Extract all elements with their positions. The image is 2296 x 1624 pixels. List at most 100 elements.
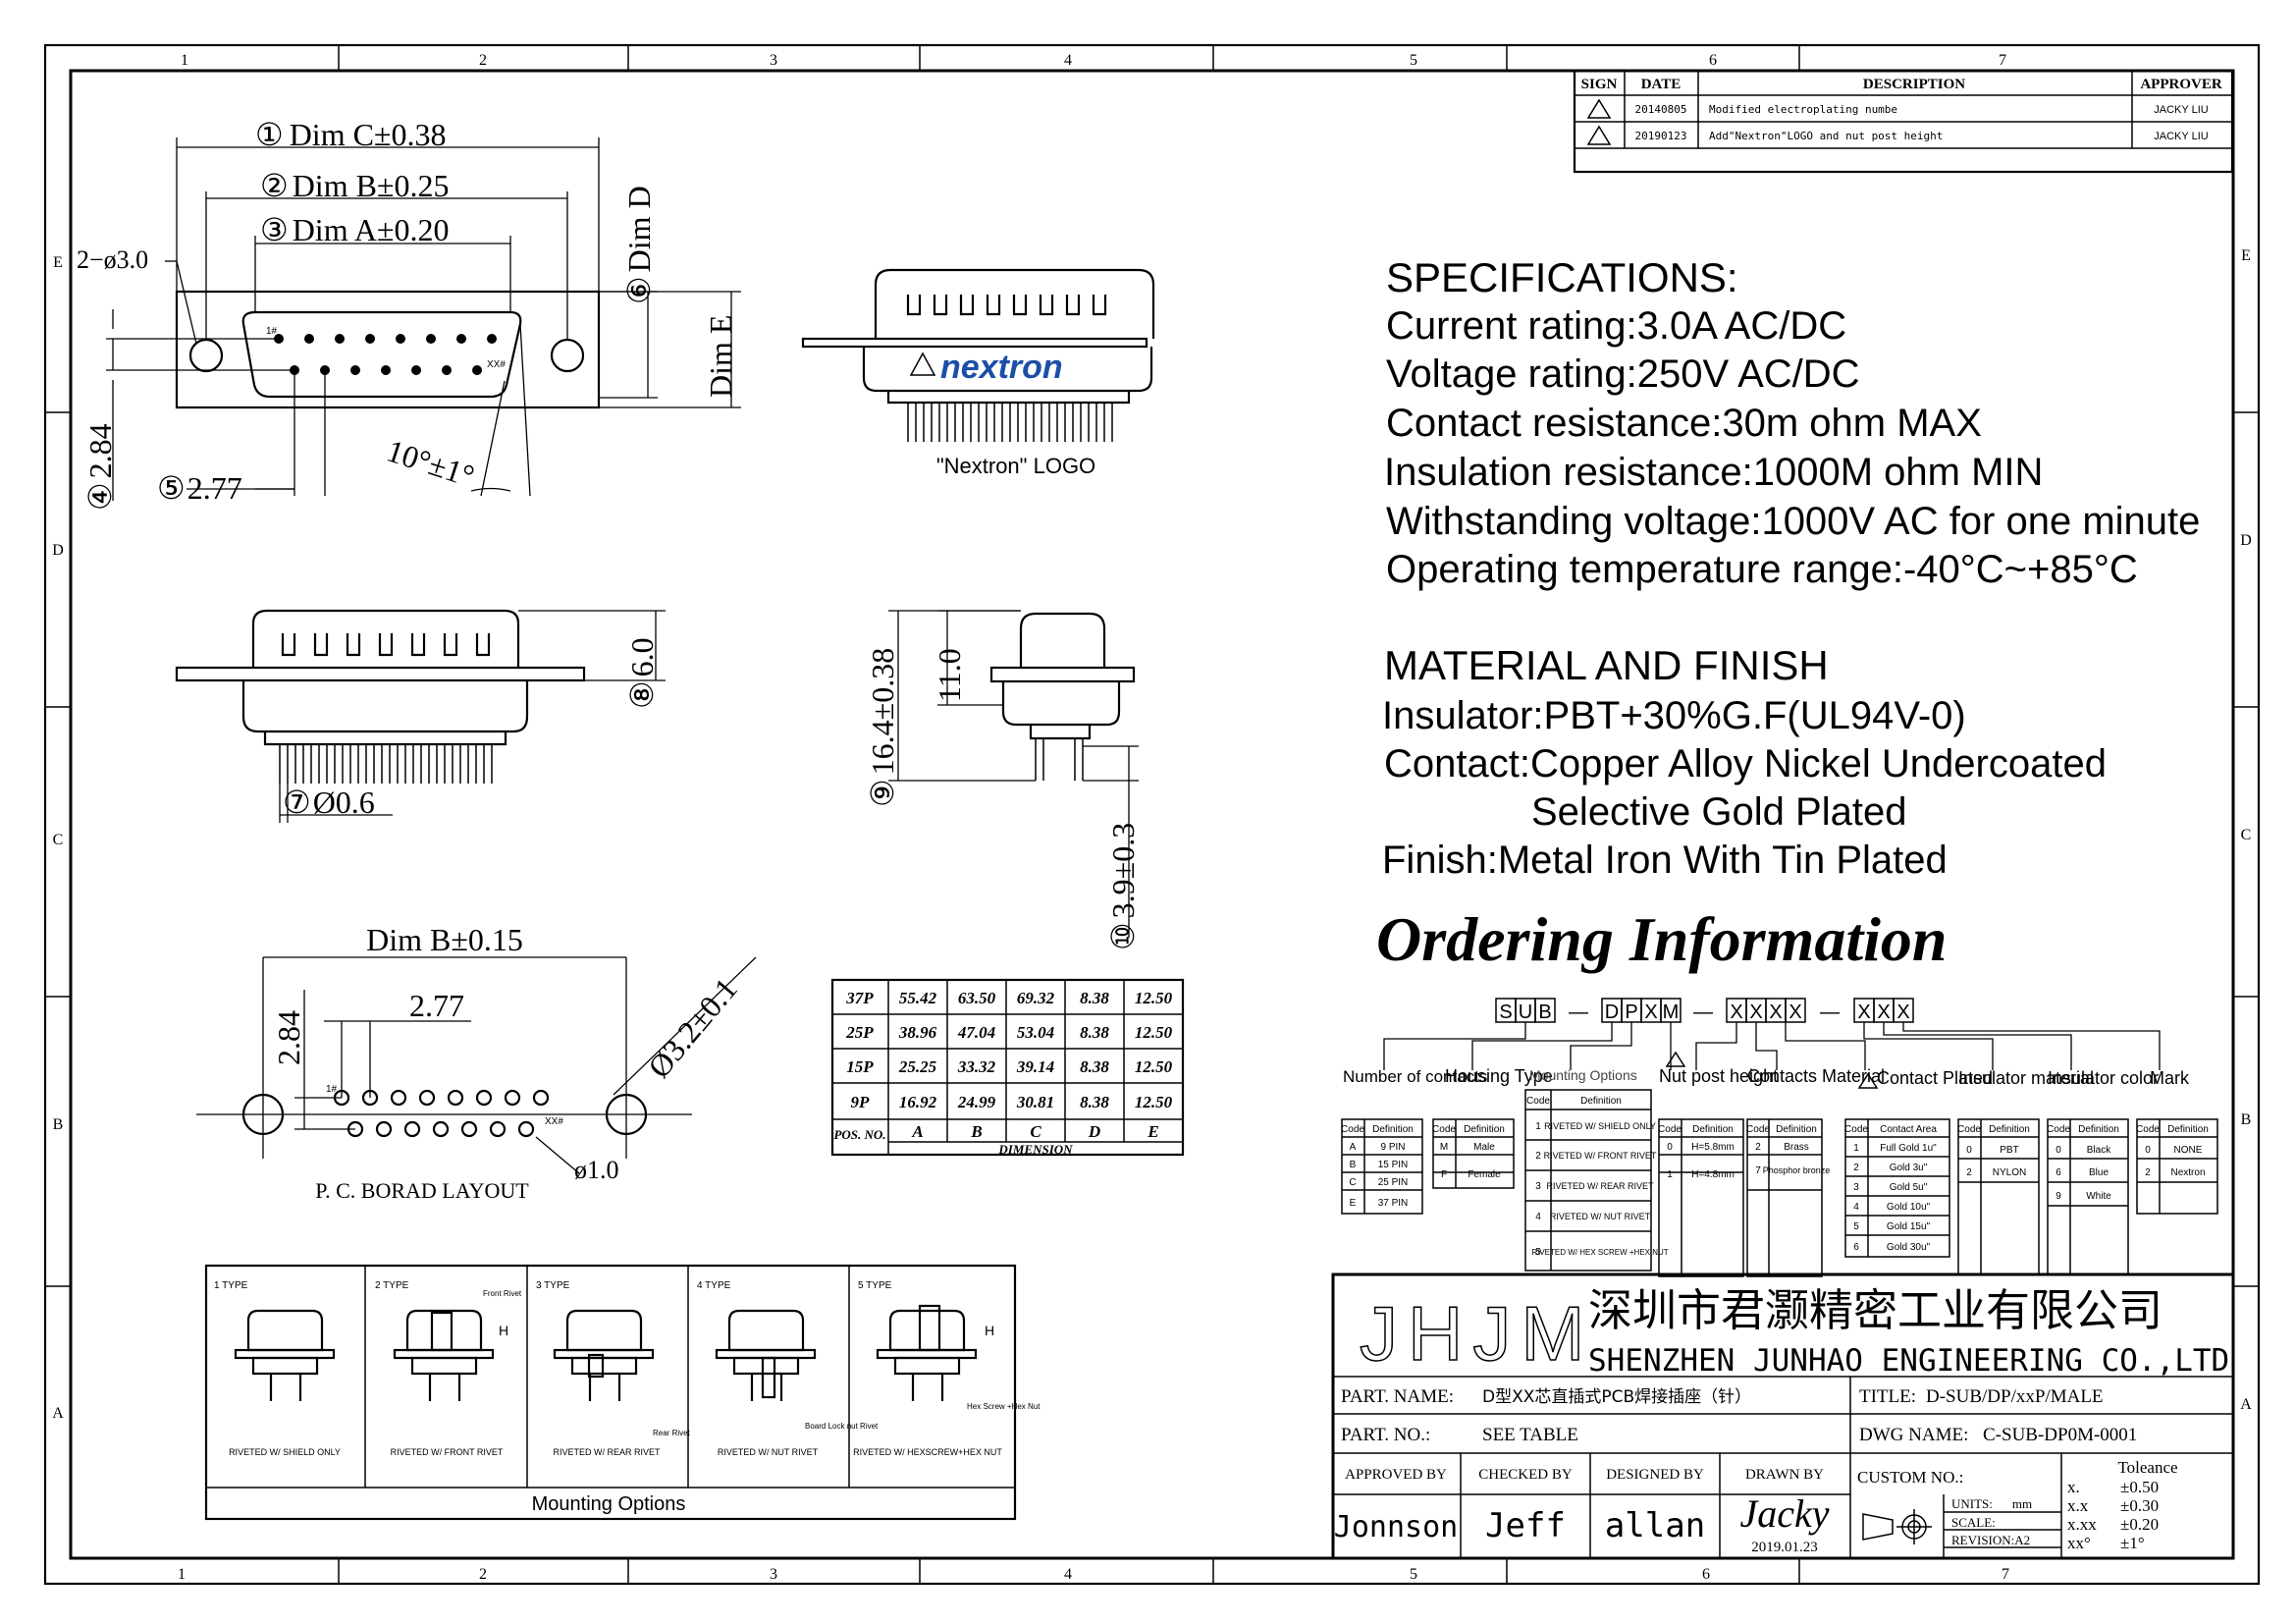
g-head: Code: [1341, 1124, 1364, 1135]
group-title: Insulator color: [2048, 1068, 2159, 1088]
dim-footer: D: [1088, 1122, 1100, 1141]
dim-cell: 24.99: [957, 1093, 996, 1111]
dim-footer-label: DIMENSION: [997, 1142, 1073, 1157]
g-cell: 2: [2145, 1167, 2151, 1178]
material-line: Insulator:PBT+30%G.F(UL94V-0): [1382, 694, 1966, 737]
dim-cell: 16.92: [899, 1093, 937, 1111]
holes-label: 2−ø3.0: [77, 245, 148, 274]
dim-e-label: Dim E: [703, 315, 738, 398]
mount-note: Rear Rivet: [653, 1429, 691, 1437]
dim-cell: 38.96: [898, 1023, 937, 1042]
code-char: —: [1693, 1001, 1713, 1023]
connector-side-view: ⑧6.0 ⑦Ø0.6: [175, 609, 666, 823]
dim-cell: 12.50: [1135, 1057, 1173, 1076]
dim-footer: B: [970, 1122, 982, 1141]
mount-caption: RIVETED W/ NUT RIVET: [718, 1447, 819, 1457]
ordering-title: Ordering Information: [1376, 904, 1947, 974]
g-head: Definition: [1692, 1124, 1734, 1135]
g-cell: 0: [1966, 1145, 1972, 1156]
g-cell: 2: [1966, 1167, 1972, 1178]
g-cell: 37 PIN: [1378, 1198, 1409, 1209]
pcb-dim-277: 2.77: [409, 988, 464, 1023]
approved-label: APPROVED BY: [1345, 1467, 1447, 1483]
col-label: 5: [1410, 52, 1417, 69]
g-cell: 1: [1535, 1121, 1541, 1132]
dim-footer: A: [911, 1122, 923, 1141]
g-head: Definition: [1464, 1124, 1505, 1135]
code-char: —: [1820, 1001, 1840, 1023]
mount-h: H: [985, 1323, 994, 1338]
dimension-table: 37P 55.42 63.50 69.32 8.38 12.50 25P 38.…: [830, 978, 1185, 1157]
connector-profile-view: ⑨16.4±0.38 11.0 ⑩3.9±0.3: [865, 610, 1141, 950]
g-cell: 15 PIN: [1378, 1160, 1409, 1170]
g-cell: F: [1441, 1169, 1447, 1180]
mount-type-label: 4 TYPE: [697, 1280, 731, 1291]
dim-cell: 53.04: [1017, 1023, 1054, 1042]
row-label: D: [52, 542, 64, 559]
col-label: 1: [178, 1566, 186, 1583]
g-cell: 9: [2056, 1191, 2061, 1202]
rev-desc: Add"Nextron"LOGO and nut post height: [1709, 130, 1943, 142]
code-char: M: [1663, 1001, 1680, 1023]
tol-key: xx°: [2067, 1534, 2091, 1552]
col-label: 6: [1709, 52, 1717, 69]
mount-note: Front Rivet: [483, 1289, 522, 1298]
spec-title: SPECIFICATIONS:: [1386, 254, 1738, 300]
dim-cell: 8.38: [1080, 1057, 1109, 1076]
title-value: D-SUB/DP/xxP/MALE: [1926, 1386, 2104, 1407]
row-label: A: [2240, 1396, 2252, 1413]
custom-label: CUSTOM NO.:: [1857, 1468, 1963, 1487]
spec-line: Withstanding voltage:1000V AC for one mi…: [1386, 500, 2200, 543]
part-name-label: PART. NAME:: [1341, 1386, 1454, 1407]
title-block: JHJM 深圳市君灏精密工业有限公司 SHENZHEN JUNHAO ENGIN…: [1331, 1272, 2235, 1560]
dim-cell: 47.04: [957, 1023, 995, 1042]
dim-cell: 15P: [846, 1057, 874, 1076]
part-name: D型XX芯直插式PCB焊接插座（针）: [1482, 1387, 1751, 1407]
g-cell: Full Gold 1u": [1880, 1143, 1937, 1154]
connector-logo-view: nextron "Nextron" LOGO: [801, 268, 1155, 478]
code-char: X: [1644, 1001, 1657, 1023]
code-char: B: [1538, 1001, 1551, 1023]
mounting-options: 1 TYPE 2 TYPE 3 TYPE 4 TYPE 5 TYPE RIVET…: [204, 1264, 1041, 1521]
col-label: 2: [479, 1566, 487, 1583]
col-label: 5: [1410, 1566, 1417, 1583]
g-cell: Female: [1468, 1169, 1501, 1180]
tol-val: ±0.20: [2120, 1515, 2159, 1534]
g-head: Code: [1526, 1096, 1550, 1107]
dim-cell: 8.38: [1080, 1023, 1109, 1042]
checked-label: CHECKED BY: [1478, 1467, 1573, 1483]
g-cell: H=5.8mm: [1691, 1142, 1735, 1153]
group-title: Mounting Options: [1529, 1067, 1637, 1083]
dim-d-label: ⑥Dim D: [621, 186, 657, 304]
dim-cell: 12.50: [1135, 1023, 1173, 1042]
tol-key: x.x: [2067, 1496, 2089, 1515]
col-label: 4: [1064, 52, 1072, 69]
row-label: A: [52, 1405, 64, 1422]
rev-date: 20140805: [1635, 103, 1687, 116]
pcb-layout: Dim B±0.15 2.84 2.77 Ø3.2±0.1 ø1.0 P. C.…: [196, 922, 757, 1203]
mount-caption: RIVETED W/ HEXSCREW+HEX NUT: [853, 1447, 1002, 1457]
mount-note: Hex Screw +Hex Nut: [967, 1402, 1041, 1411]
pcb-dim-32: Ø3.2±0.1: [641, 971, 744, 1085]
code-char: X: [1857, 1001, 1870, 1023]
g-cell: 6: [1853, 1242, 1859, 1253]
col-label: 2: [479, 52, 487, 69]
spec-line: Voltage rating:250V AC/DC: [1386, 352, 1860, 396]
dim-cell: 37P: [845, 989, 874, 1007]
dim-39-label: ⑩3.9±0.3: [1105, 823, 1141, 950]
code-char: X: [1789, 1001, 1801, 1023]
dim-cell: 39.14: [1016, 1057, 1054, 1076]
spec-line: Current rating:3.0A AC/DC: [1386, 304, 1846, 348]
material-line: Contact:Copper Alloy Nickel Undercoated: [1384, 742, 2107, 785]
g-head: Code: [2136, 1124, 2160, 1135]
pcb-caption: P. C. BORAD LAYOUT: [315, 1178, 529, 1203]
specifications: SPECIFICATIONS: Current rating:3.0A AC/D…: [1382, 254, 2200, 882]
code-char: X: [1896, 1001, 1909, 1023]
g-cell: RIVETED W/ FRONT RIVET: [1544, 1151, 1657, 1161]
g-head: Contact Area: [1880, 1124, 1937, 1135]
drawn-label: DRAWN BY: [1745, 1467, 1824, 1483]
tol-key: x.: [2067, 1478, 2080, 1496]
g-cell: NYLON: [1993, 1167, 2026, 1178]
g-cell: Nextron: [2170, 1167, 2205, 1178]
